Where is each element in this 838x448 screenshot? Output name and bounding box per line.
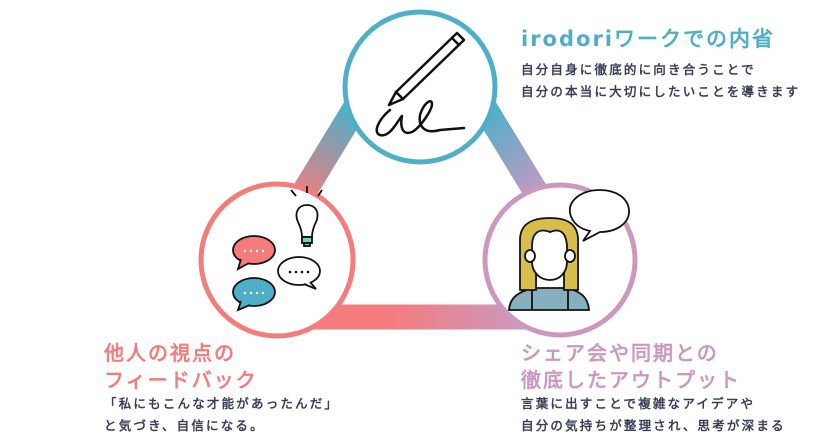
node-top-circle [342,9,498,165]
title-line: 他人の視点の [104,341,236,365]
node-right-desc: 言葉に出すことで複雑なアイデアや 自分の気持ちが整理され、思考が深まる [521,393,786,437]
person-speaking-icon [508,189,630,311]
node-right-title: シェア会や同期との 徹底したアウトプット [521,340,741,394]
speech-bubbles-lightbulb-icon [232,186,323,312]
desc-line: 自分の気持ちが整理され、思考が深まる [521,418,786,433]
pencil-writing-icon [375,31,466,137]
node-top-desc: 自分自身に徹底的に向き合うことで 自分の本当に大切にしたいことを導きます [521,59,800,103]
node-left-title: 他人の視点の フィードバック [104,340,258,394]
desc-line: 自分自身に徹底的に向き合うことで [521,62,756,77]
title-line: 徹底したアウトプット [521,368,741,392]
node-top-title: irodoriワークでの内省 [521,27,775,51]
desc-line: 自分の本当に大切にしたいことを導きます [521,84,801,99]
desc-line: 言葉に出すことで複雑なアイデアや [521,396,756,411]
title-line: フィードバック [104,368,258,392]
node-left-circle [198,181,356,339]
desc-line: と気づき、自信になる。 [104,418,265,433]
title-line: シェア会や同期との [521,341,719,365]
desc-line: 「私にもこんな才能があったんだ」 [104,396,340,411]
node-left-desc: 「私にもこんな才能があったんだ」 と気づき、自信になる。 [104,393,339,437]
node-right-circle [482,182,638,338]
